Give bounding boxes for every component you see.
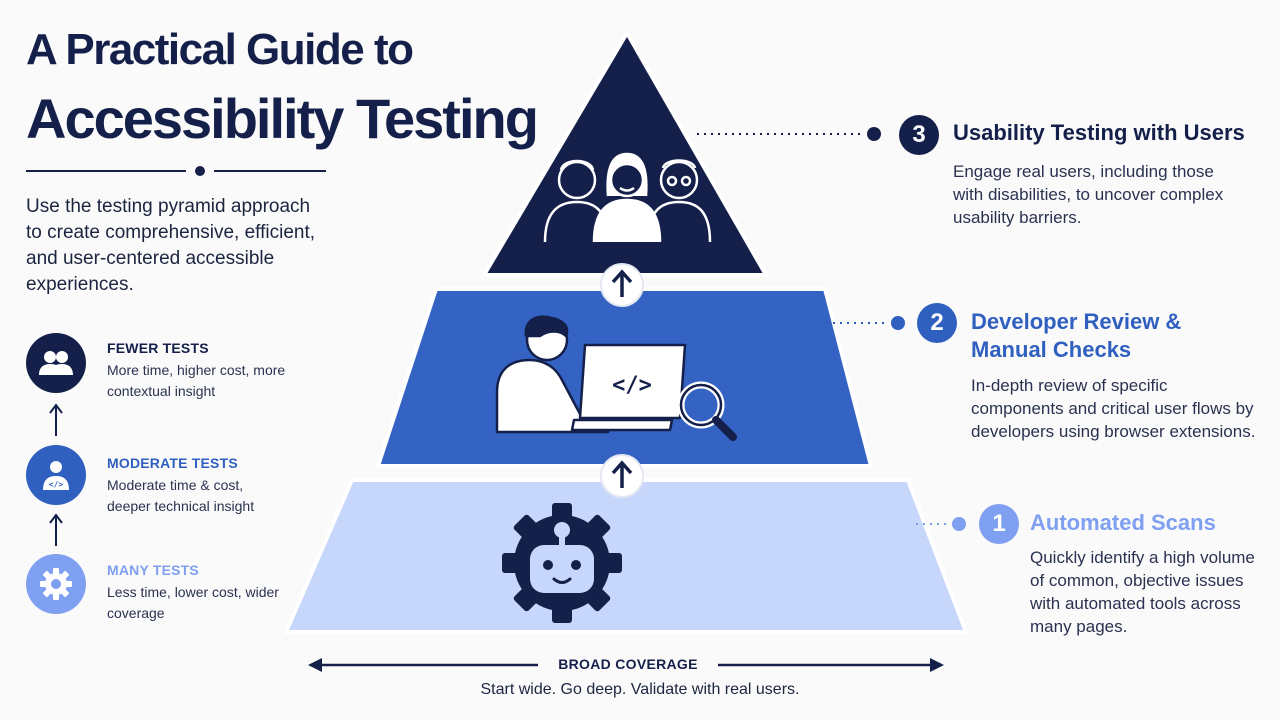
robot-gear-icon — [502, 503, 622, 623]
legend-up-arrow-icon — [49, 513, 63, 546]
legend-users-icon — [26, 333, 86, 393]
legend-developer-icon: </> — [26, 445, 86, 505]
three-users-icon — [543, 152, 712, 243]
connector-3 — [697, 127, 881, 141]
legend-desc-fewer: More time, higher cost, more contextual … — [107, 362, 286, 399]
broad-coverage-arrow — [308, 658, 944, 672]
svg-text:</>: </> — [612, 373, 652, 398]
legend-gear-icon — [26, 554, 86, 614]
connector-2 — [805, 316, 905, 330]
developer-laptop-icon: </> — [495, 315, 737, 441]
legend-up-arrow-icon — [49, 403, 63, 436]
svg-text:</>: </> — [49, 480, 64, 489]
tier-up-arrow-icon — [600, 263, 644, 307]
step-3-description: Engage real users, including those with … — [953, 162, 1224, 227]
legend-desc-many: Less time, lower cost, wider coverage — [107, 584, 279, 621]
broad-coverage-label: BROAD COVERAGE — [558, 656, 698, 672]
step-3-title: Usability Testing with Users — [953, 120, 1245, 145]
step-1-description: Quickly identify a high volume of common… — [1030, 548, 1255, 636]
tier-up-arrow-icon — [600, 454, 644, 498]
title-divider — [26, 166, 326, 176]
legend-desc-moderate: Moderate time & cost, deeper technical i… — [107, 477, 255, 514]
step-3-number: 3 — [899, 115, 939, 155]
step-2-title: Developer Review & Manual Checks — [971, 309, 1182, 362]
step-1-number: 1 — [979, 504, 1019, 544]
tagline: Start wide. Go deep. Validate with real … — [480, 681, 800, 698]
legend-title-fewer: FEWER TESTS — [107, 340, 209, 356]
step-1-title: Automated Scans — [1030, 510, 1216, 535]
connector-1 — [916, 517, 966, 531]
pyramid-tier-1 — [284, 478, 968, 634]
legend-title-moderate: MODERATE TESTS — [107, 455, 238, 471]
legend-title-many: MANY TESTS — [107, 562, 199, 578]
intro-text: Use the testing pyramid approach to crea… — [26, 196, 316, 295]
step-2-description: In-depth review of specific components a… — [971, 376, 1256, 441]
title-line-1: A Practical Guide to — [26, 25, 414, 74]
title-line-2: Accessibility Testing — [26, 87, 539, 150]
step-2-number: 2 — [917, 303, 957, 343]
